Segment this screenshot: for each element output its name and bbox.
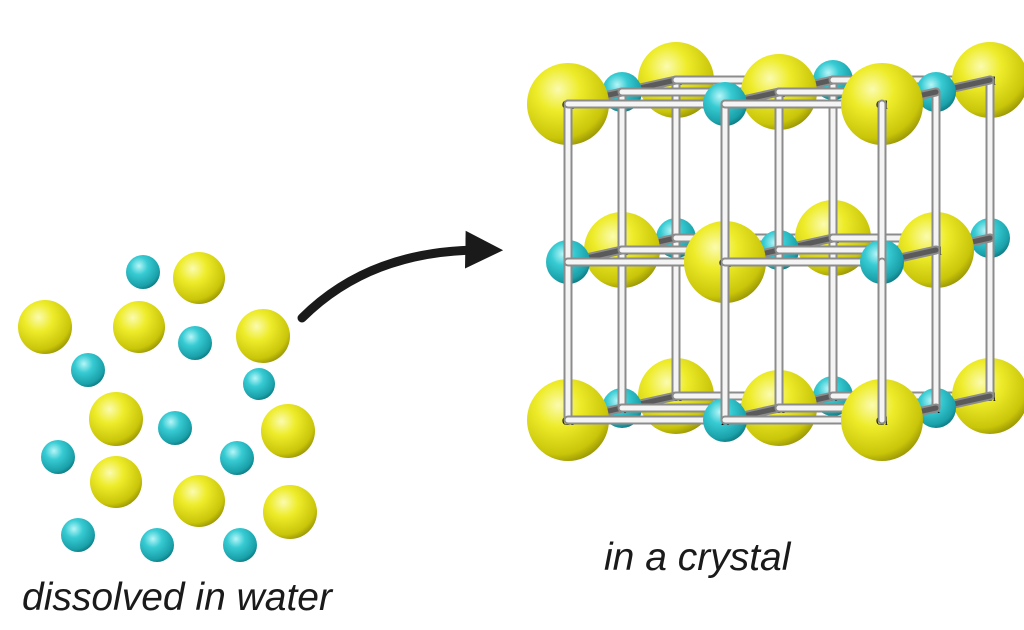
potassium-ion: [41, 440, 75, 474]
caption-in-a-crystal: in a crystal: [604, 536, 791, 579]
potassium-ion: [223, 528, 257, 562]
chloride-ion: [236, 309, 290, 363]
potassium-ion: [158, 411, 192, 445]
potassium-ion: [178, 326, 212, 360]
dissolved-ions-group: [18, 252, 317, 562]
potassium-ion: [61, 518, 95, 552]
chloride-ion: [90, 456, 142, 508]
potassium-ion: [220, 441, 254, 475]
potassium-ion: [71, 353, 105, 387]
chloride-ion: [89, 392, 143, 446]
potassium-ion: [126, 255, 160, 289]
chloride-ion: [263, 485, 317, 539]
chloride-ion: [113, 301, 165, 353]
chloride-ion: [173, 252, 225, 304]
transition-arrow: [297, 230, 504, 323]
potassium-ion: [243, 368, 275, 400]
chloride-ion: [173, 475, 225, 527]
crystal-lattice-group: ClKClKClKClKClKClKClKClKClKClKClKClKClKC…: [527, 42, 1024, 461]
chloride-ion: [261, 404, 315, 458]
caption-dissolved-in-water: dissolved in water: [22, 576, 332, 619]
chloride-ion: [18, 300, 72, 354]
potassium-ion: [140, 528, 174, 562]
